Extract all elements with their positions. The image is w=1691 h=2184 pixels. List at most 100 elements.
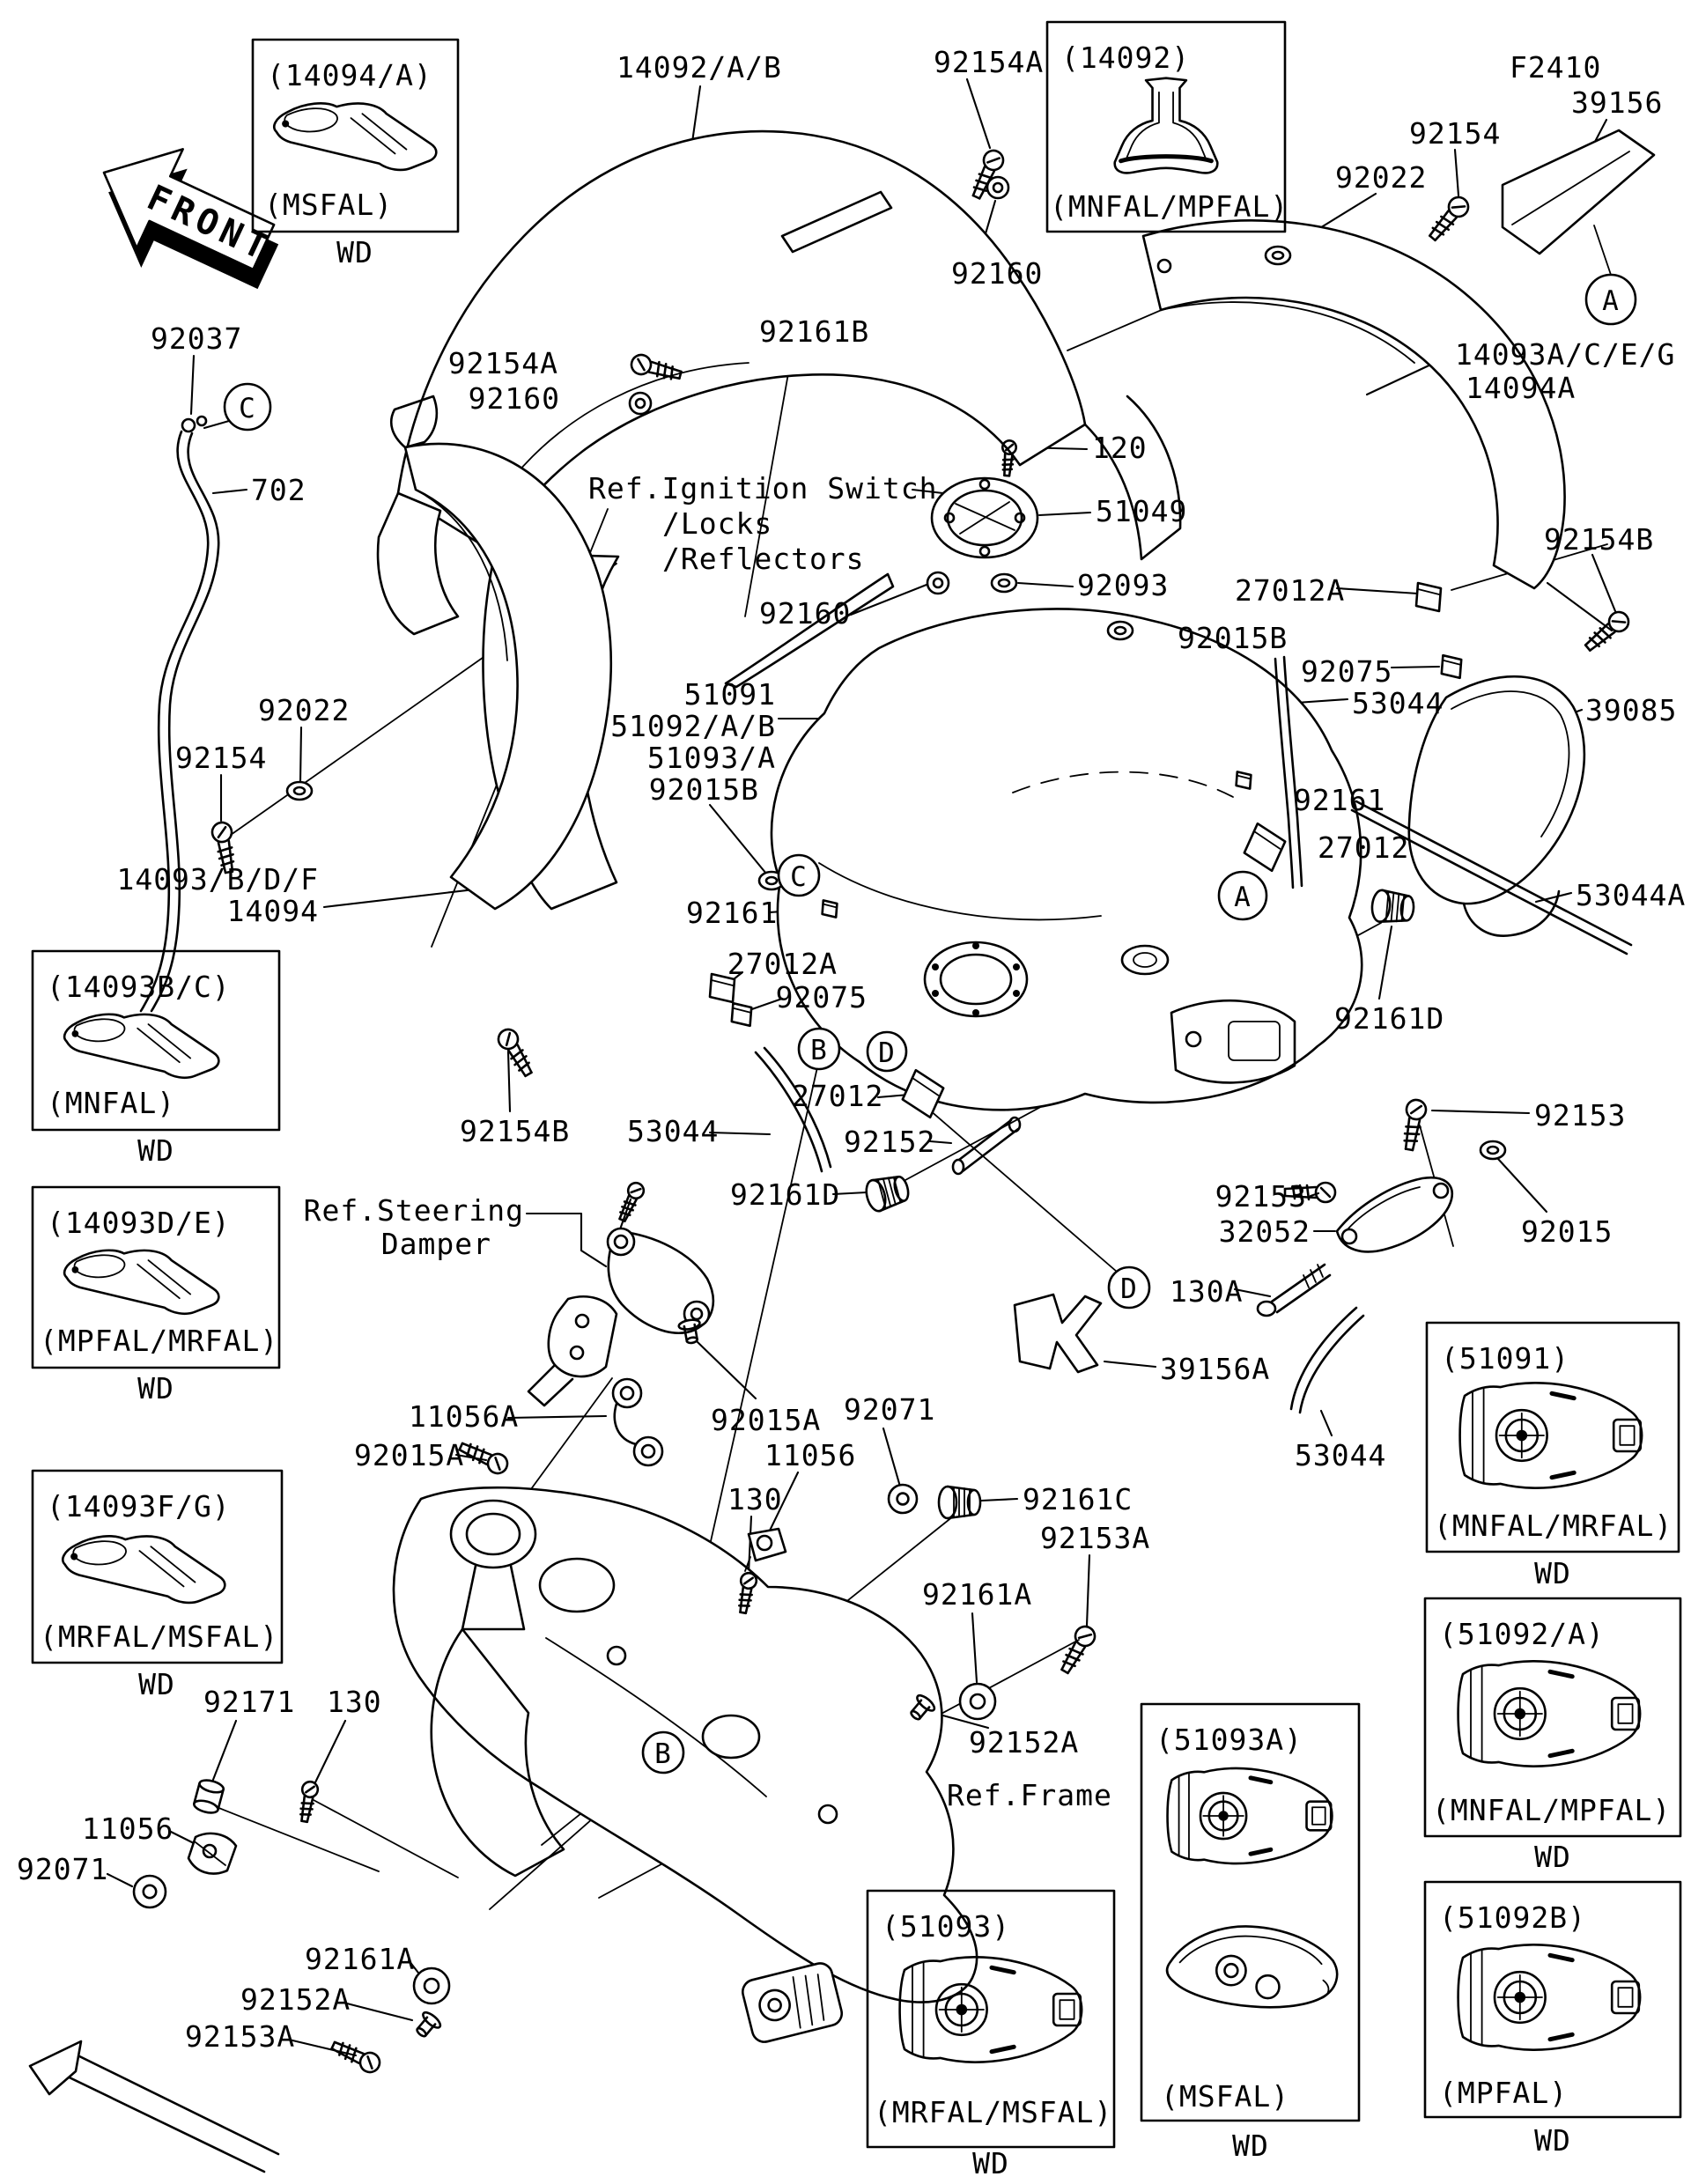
label-39085: 39085 (1585, 693, 1677, 727)
nut-92022-tr (1264, 245, 1292, 266)
part-130a-bolt (1258, 1265, 1330, 1316)
part-drawings (30, 130, 1654, 2172)
label-92154a-left: 92154A (448, 346, 558, 380)
view-circle-c-mid: C (790, 861, 808, 893)
label-53044-leftmid: 53044 (627, 1114, 719, 1148)
box-variant: (MNFAL/MPFAL) (1050, 189, 1289, 224)
box-title: (14092) (1061, 41, 1190, 75)
label-14092ab: 14092/A/B (617, 50, 782, 85)
label-92153-mid: 92153 (1215, 1179, 1307, 1214)
box-title: (51092/A) (1439, 1617, 1605, 1651)
damper-92071-left (132, 1874, 167, 1909)
view-circle-b-mid: B (810, 1035, 828, 1066)
view-circle-a-mid: A (1234, 882, 1252, 913)
box-wd: WD (1232, 2129, 1269, 2163)
box-drawing-tank (1458, 1944, 1641, 2049)
screw-92153-right (1398, 1096, 1429, 1153)
ref-locks: /Locks (662, 506, 772, 541)
label-92171: 92171 (203, 1685, 295, 1719)
part-53044-strip-r (1275, 659, 1293, 888)
ref-box-14093fg: (14093F/G) (MRFAL/MSFAL) WD (33, 1471, 282, 1701)
label-120: 120 (1092, 431, 1148, 465)
damper-92161a-left (412, 1966, 451, 2005)
ref-box-51093: (51093) (MRFAL/MSFAL) WD (868, 1891, 1114, 2180)
label-51091: 51091 (684, 677, 776, 712)
box-title: (14093B/C) (47, 970, 231, 1004)
part-fuel-cap (932, 478, 1037, 557)
bushing-92152a-left (410, 2009, 444, 2042)
label-130-right: 130 (727, 1482, 783, 1516)
damper-92161a-right (958, 1682, 997, 1721)
label-92093: 92093 (1077, 568, 1169, 602)
label-92154-tr: 92154 (1409, 116, 1501, 151)
box-title: (14094/A) (267, 58, 432, 92)
label-92161-right: 92161 (1294, 783, 1385, 817)
part-11056-l (188, 1834, 236, 1874)
knob-92161c (937, 1485, 982, 1520)
label-27012-left: 27012 (792, 1079, 883, 1113)
part-frame (30, 1487, 977, 2172)
ref-box-51091: (51091) (MNFAL/MRFAL) WD (1427, 1323, 1679, 1590)
box-wd: WD (138, 1667, 175, 1701)
label-51092ab: 51092/A/B (610, 709, 776, 743)
box-drawing-cover (63, 1013, 220, 1079)
label-39156: 39156 (1571, 85, 1663, 120)
box-wd: WD (336, 235, 373, 269)
box-wd: WD (137, 1133, 174, 1168)
part-39156-strip (1503, 130, 1654, 254)
label-92153a-left: 92153A (185, 2019, 295, 2054)
view-circle-c-left: C (239, 393, 256, 424)
ref-box-14093de: (14093D/E) (MPFAL/MRFAL) WD (33, 1187, 279, 1406)
box-variant: (MNFAL/MPFAL) (1432, 1793, 1671, 1827)
screw-92154-tr (1423, 192, 1473, 246)
box-title: (51092B) (1439, 1900, 1586, 1935)
ref-box-14093bc: (14093B/C) (MNFAL) WD (33, 951, 279, 1168)
label-92022-tr: 92022 (1335, 160, 1427, 195)
box-variant: (MRFAL/MSFAL) (874, 2095, 1112, 2129)
label-92160-left: 92160 (469, 381, 560, 416)
label-130-left: 130 (327, 1685, 382, 1719)
box-drawing-pad (1165, 1925, 1339, 2009)
label-27012a-left: 27012A (727, 947, 838, 981)
ref-box-51093a: (51093A) (MSFAL) WD (1141, 1704, 1359, 2163)
box-title: (51093A) (1156, 1723, 1303, 1757)
label-92160-top: 92160 (951, 256, 1043, 291)
label-51049: 51049 (1096, 494, 1187, 528)
ref-damper: Damper (381, 1227, 491, 1261)
ref-box-51092b: (51092B) (MPFAL) WD (1425, 1882, 1680, 2158)
part-39085-pad (1409, 676, 1584, 904)
ref-box-14092: (14092) (MNFAL/MPFAL) (1047, 22, 1289, 232)
box-variant: (MRFAL/MSFAL) (40, 1620, 278, 1654)
label-14093bdf: 14093/B/D/F (116, 862, 319, 896)
label-53044a: 53044A (1576, 878, 1686, 912)
box-variant: (MNFAL/MRFAL) (1434, 1509, 1673, 1543)
washer-92160-mid (926, 571, 950, 595)
label-92160-mid: 92160 (759, 596, 851, 631)
label-92015: 92015 (1521, 1214, 1613, 1249)
label-92075-left: 92075 (776, 980, 868, 1015)
label-92153-right: 92153 (1534, 1098, 1626, 1133)
label-92037: 92037 (151, 321, 242, 356)
view-circle-d-low: D (1120, 1273, 1138, 1305)
pad-92075-right (1440, 654, 1463, 679)
box-drawing-cover (273, 102, 438, 172)
label-702: 702 (251, 473, 306, 507)
label-27012-right: 27012 (1318, 830, 1409, 865)
label-92152: 92152 (844, 1125, 935, 1159)
part-39156a-sticker (1015, 1295, 1101, 1372)
washer-92160-top (986, 175, 1010, 200)
washer-92160-left (628, 391, 653, 416)
part-steering-damper (528, 1228, 713, 1406)
clip-92161-right (1235, 771, 1252, 790)
label-92161a-left: 92161A (305, 1942, 415, 1976)
box-drawing-tank (1460, 1383, 1643, 1487)
nut-92015 (1479, 1140, 1507, 1161)
pad-92075-left (730, 1002, 753, 1027)
pad-27012a-right (1414, 581, 1443, 613)
part-right-cover (1143, 220, 1565, 588)
label-11056-left: 11056 (82, 1811, 174, 1846)
knob-92161d-right (1370, 888, 1416, 926)
label-92161a-right: 92161A (922, 1577, 1032, 1612)
label-92152a-right: 92152A (969, 1725, 1079, 1760)
